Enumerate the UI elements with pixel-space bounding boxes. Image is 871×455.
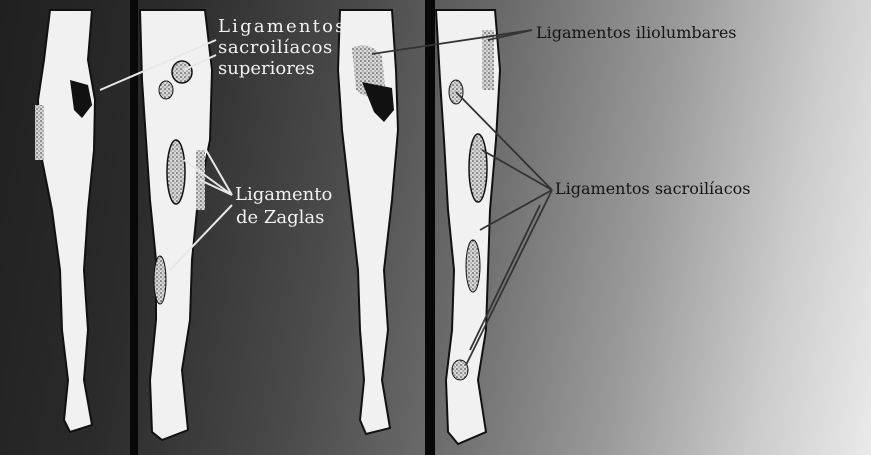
gap-divider-left (130, 0, 138, 455)
fig1-sacroiliac-superior-region (172, 61, 192, 83)
label-zaglas-line1: Ligamento (235, 184, 332, 206)
label-sacroiliac-superior-line1: Ligamentos (218, 16, 347, 38)
fig1-back-dotted-region (35, 105, 44, 160)
fig2-ankle-region (452, 360, 468, 380)
label-iliolumbar: Ligamentos iliolumbares (536, 23, 737, 42)
fig2-lower-region (466, 240, 480, 292)
fig2-sacroiliac-region (469, 134, 487, 202)
label-zaglas-line2: de Zaglas (236, 207, 324, 229)
fig1-zaglas-region (167, 140, 185, 204)
label-sacroiliac-superior-line3: superiores (218, 58, 315, 80)
fig1-upper-region (159, 81, 173, 99)
figure1-back-leg (38, 10, 95, 432)
label-sacroiliac: Ligamentos sacroilíacos (555, 179, 751, 198)
gap-divider-right (425, 0, 435, 455)
label-sacroiliac-superior-line2: sacroilíacos (218, 37, 333, 59)
fig1-lower-region (154, 256, 166, 304)
